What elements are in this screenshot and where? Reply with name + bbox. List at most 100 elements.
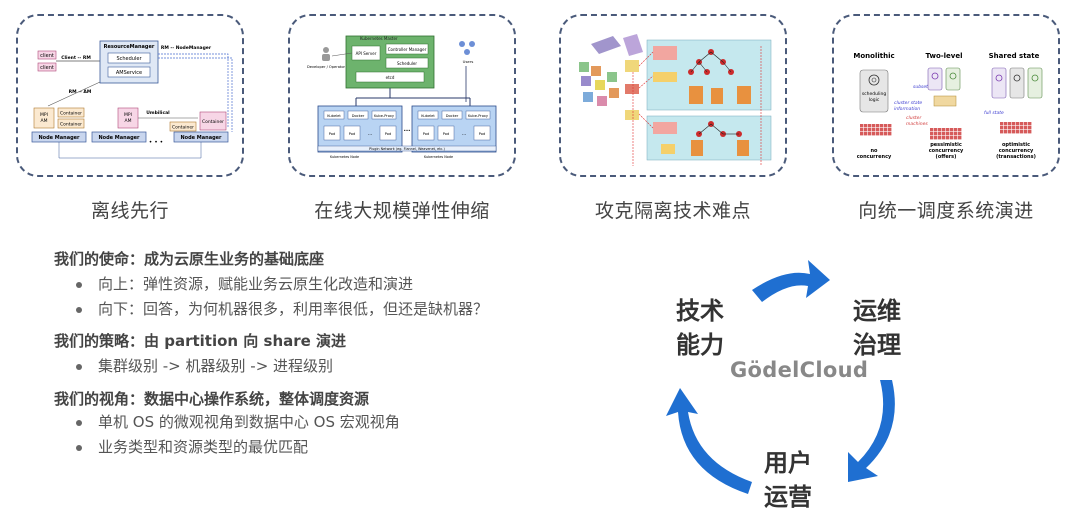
- cluster-machine-cell: [954, 136, 958, 140]
- cluster-machine-cell: [872, 132, 876, 136]
- cluster-machine-cell: [1016, 126, 1020, 130]
- list-item: 向上：弹性资源，赋能业务云原生化改造和演进: [74, 272, 488, 297]
- cluster-machine-cell: [954, 132, 958, 136]
- svg-text:Kubernetes Master: Kubernetes Master: [360, 36, 398, 41]
- svg-text:...: ...: [462, 131, 467, 137]
- cluster-machine-cell: [942, 136, 946, 140]
- arrow-top: [752, 260, 830, 302]
- svg-text:machines: machines: [906, 121, 928, 127]
- svg-text:client: client: [40, 53, 54, 59]
- cluster-machine-cell: [884, 128, 888, 132]
- cluster-machine-cell: [1024, 130, 1028, 134]
- cluster-machine-cell: [1028, 122, 1032, 126]
- svg-text:Developer / Operator: Developer / Operator: [307, 65, 346, 69]
- list-item: 单机 OS 的微观视角到数据中心 OS 宏观视角: [74, 410, 400, 435]
- svg-text:Docker: Docker: [446, 114, 459, 118]
- cycle-center-brand: GödelCloud: [730, 358, 869, 382]
- card-offline: client client Client -- RM ResourceManag…: [16, 14, 244, 177]
- cluster-machine-cell: [946, 128, 950, 132]
- cluster-machine-cell: [1028, 130, 1032, 134]
- svg-text:Scheduler: Scheduler: [116, 56, 142, 62]
- svg-text:MPI: MPI: [124, 112, 132, 118]
- svg-text:Shared state: Shared state: [989, 52, 1040, 60]
- svg-text:concurrency: concurrency: [857, 154, 892, 160]
- cluster-machine-cell: [868, 124, 872, 128]
- cycle-label-ops: 运维 治理: [853, 297, 901, 359]
- svg-text:Container: Container: [172, 125, 194, 131]
- svg-text:RM -- NodeManager: RM -- NodeManager: [161, 45, 212, 51]
- svg-text:AMService: AMService: [116, 70, 142, 76]
- cluster-machine-cell: [876, 128, 880, 132]
- svg-text:Controller Manager: Controller Manager: [388, 47, 427, 52]
- cluster-machine-cell: [1008, 122, 1012, 126]
- cluster-machine-cell: [864, 124, 868, 128]
- cluster-machine-cell: [938, 132, 942, 136]
- cluster-machine-cell: [864, 128, 868, 132]
- svg-text:cluster: cluster: [906, 115, 922, 121]
- svg-text:MPI: MPI: [40, 112, 48, 118]
- svg-text:optimistic: optimistic: [1002, 142, 1030, 148]
- caption-offline: 离线先行: [90, 200, 169, 222]
- section-title-mission: 我们的使命：成为云原生业务的基础底座: [54, 250, 325, 268]
- svg-text:Umbilical: Umbilical: [146, 110, 170, 116]
- svg-text:client: client: [40, 65, 54, 71]
- cluster-machine-cell: [958, 128, 962, 132]
- cluster-machine-cell: [934, 136, 938, 140]
- cluster-machine-cell: [1024, 122, 1028, 126]
- cluster-machine-cell: [1000, 130, 1004, 134]
- cluster-machine-cell: [1012, 130, 1016, 134]
- cluster-machine-cell: [1000, 126, 1004, 130]
- svg-text:Kubernetes Node: Kubernetes Node: [424, 155, 453, 159]
- cluster-machine-cell: [876, 124, 880, 128]
- cluster-machine-cell: [864, 132, 868, 136]
- cluster-machine-cell: [860, 128, 864, 132]
- svg-text:pessimistic: pessimistic: [930, 142, 962, 148]
- cluster-machine-cell: [1000, 122, 1004, 126]
- cluster-machine-cell: [1004, 122, 1008, 126]
- svg-text:Kubernetes Node: Kubernetes Node: [330, 155, 359, 159]
- svg-text:Container: Container: [60, 122, 82, 128]
- svg-text:Kubelet: Kubelet: [421, 114, 435, 118]
- svg-text:Kube-Proxy: Kube-Proxy: [374, 114, 395, 118]
- svg-text:• • •: • • •: [149, 139, 163, 146]
- svg-text:full state: full state: [984, 110, 1004, 116]
- svg-text:RM -- AM: RM -- AM: [69, 89, 92, 95]
- card-isolation: [559, 14, 787, 177]
- svg-text:(transactions): (transactions): [996, 154, 1036, 160]
- cluster-machine-cell: [888, 128, 892, 132]
- svg-text:Container: Container: [60, 111, 82, 117]
- svg-text:Pod: Pod: [479, 132, 486, 136]
- cluster-machine-cell: [946, 132, 950, 136]
- cluster-machine-cell: [954, 128, 958, 132]
- cluster-machine-cell: [888, 132, 892, 136]
- cluster-machine-cell: [876, 132, 880, 136]
- cluster-machine-cell: [880, 128, 884, 132]
- arrow-left: [666, 388, 752, 494]
- cycle-label-tech: 技术 能力: [676, 297, 724, 359]
- svg-text:Two-level: Two-level: [925, 52, 962, 60]
- cluster-machine-cell: [930, 132, 934, 136]
- svg-text:cluster state: cluster state: [894, 100, 922, 106]
- cluster-machine-cell: [872, 128, 876, 132]
- list-item: 业务类型和资源类型的最优匹配: [74, 435, 400, 460]
- cluster-machine-cell: [1020, 122, 1024, 126]
- svg-text:Container: Container: [202, 119, 224, 125]
- cluster-machine-cell: [938, 136, 942, 140]
- svg-text:concurrency: concurrency: [929, 148, 964, 154]
- svg-text:Node Manager: Node Manager: [98, 135, 140, 141]
- svg-text:Node Manager: Node Manager: [38, 135, 80, 141]
- svg-text:Users: Users: [463, 59, 474, 64]
- svg-text:Docker: Docker: [352, 114, 365, 118]
- cluster-machine-cell: [1020, 126, 1024, 130]
- svg-text:...: ...: [404, 126, 411, 133]
- cluster-machine-cell: [946, 136, 950, 140]
- arrow-right: [848, 380, 895, 482]
- cluster-machine-cell: [942, 132, 946, 136]
- cluster-machine-cell: [938, 128, 942, 132]
- mission-bullets: 向上：弹性资源，赋能业务云原生化改造和演进 向下：回答，为何机器很多，利用率很低…: [74, 272, 488, 322]
- svg-text:Pod: Pod: [443, 132, 450, 136]
- svg-text:AM: AM: [125, 118, 132, 124]
- cycle-arrows: [666, 260, 895, 494]
- cluster-machine-cell: [1016, 130, 1020, 134]
- cluster-machine-cell: [1012, 126, 1016, 130]
